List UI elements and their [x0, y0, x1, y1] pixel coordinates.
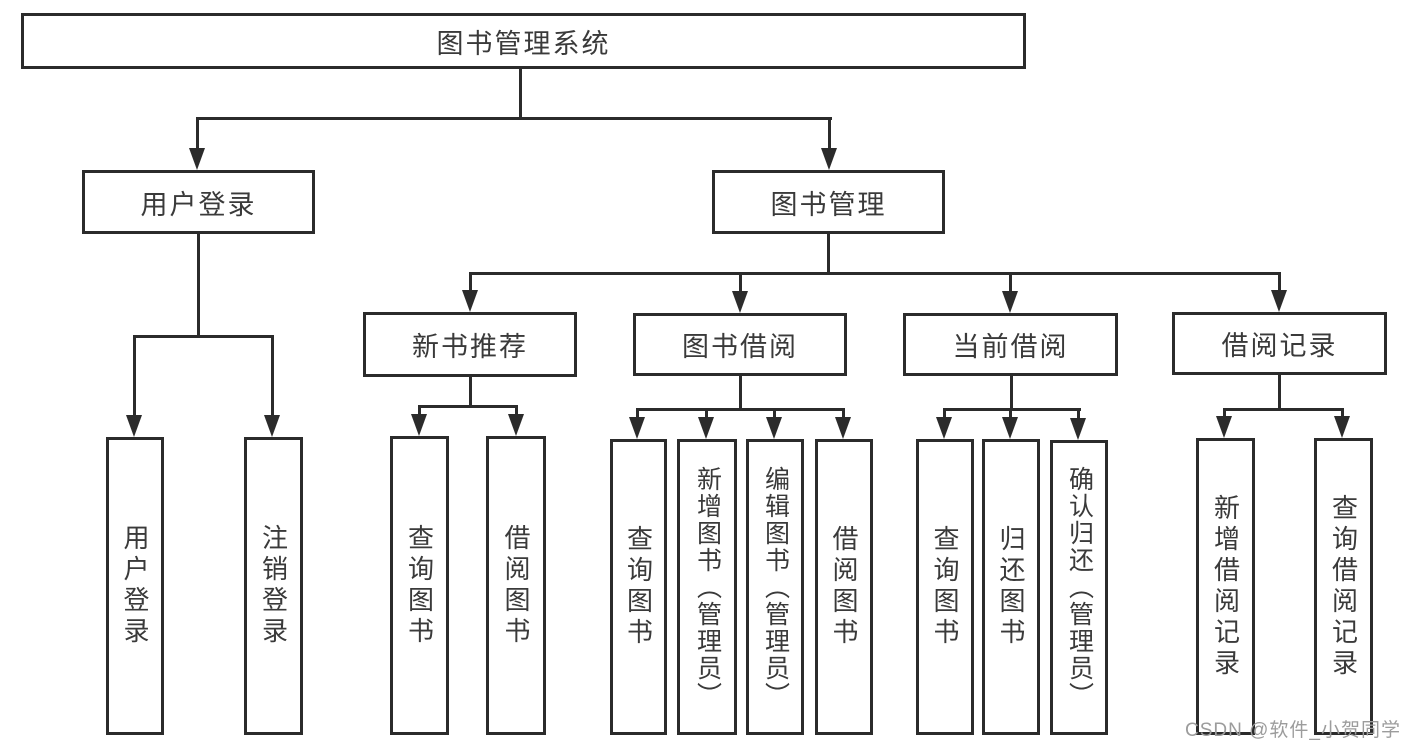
leaf-label: 注销登录: [258, 524, 289, 648]
leaf-borrow-books: 借阅图书: [815, 439, 873, 735]
leaf-query-borrow-record: 查询借阅记录: [1314, 438, 1373, 735]
connector-line: [739, 376, 742, 411]
arrow-down-icon: [462, 290, 478, 312]
leaf-label: 编辑图书（管理员）: [761, 465, 790, 709]
node-root-label: 图书管理系统: [436, 28, 611, 59]
connector-line: [519, 69, 522, 117]
node-current-borrow: 当前借阅: [903, 313, 1118, 376]
node-borrow-records: 借阅记录: [1172, 312, 1387, 375]
node-book-borrow: 图书借阅: [633, 313, 847, 376]
node-label: 用户登录: [140, 189, 257, 220]
connector-line: [418, 405, 421, 416]
leaf-label: 归还图书: [996, 525, 1026, 649]
connector-line: [469, 272, 1281, 275]
node-root: 图书管理系统: [21, 13, 1026, 69]
connector-line: [469, 272, 472, 292]
node-label: 新书推荐: [412, 332, 528, 362]
connector-line: [515, 405, 518, 416]
leaf-confirm-return-admin: 确认归还（管理员）: [1050, 440, 1108, 735]
connector-line: [705, 408, 708, 419]
leaf-label: 查询图书: [404, 523, 435, 648]
connector-line: [1223, 408, 1226, 418]
connector-line: [469, 377, 472, 408]
leaf-query-books-current: 查询图书: [916, 439, 974, 735]
node-label: 图书借阅: [682, 332, 798, 362]
connector-line: [1009, 272, 1012, 293]
leaf-label: 新增图书（管理员）: [693, 465, 722, 709]
leaf-label: 查询图书: [930, 525, 960, 649]
arrow-down-icon: [629, 417, 645, 439]
connector-line: [418, 405, 518, 408]
watermark-text: CSDN @软件_小贺同学: [1185, 720, 1401, 741]
node-user-login-branch: 用户登录: [82, 170, 315, 234]
connector-line: [1278, 375, 1281, 411]
arrow-down-icon: [1002, 417, 1018, 439]
connector-line: [1010, 376, 1013, 411]
connector-line: [271, 335, 274, 417]
leaf-logout: 注销登录: [244, 437, 303, 735]
leaf-label: 用户登录: [120, 524, 150, 648]
connector-line: [739, 272, 742, 293]
arrow-down-icon: [732, 291, 748, 313]
leaf-return-books: 归还图书: [982, 439, 1040, 735]
leaf-edit-books-admin: 编辑图书（管理员）: [746, 439, 804, 735]
arrow-down-icon: [835, 417, 851, 439]
connector-line: [842, 408, 845, 419]
connector-line: [1224, 408, 1344, 411]
leaf-query-books-recommend: 查询图书: [390, 436, 449, 735]
arrow-down-icon: [1002, 291, 1018, 313]
arrow-down-icon: [411, 414, 427, 436]
leaf-label: 查询图书: [623, 525, 654, 649]
node-new-book-recommend: 新书推荐: [363, 312, 577, 377]
leaf-label: 查询借阅记录: [1328, 493, 1359, 680]
arrow-down-icon: [126, 415, 142, 437]
connector-line: [197, 234, 200, 338]
leaf-add-books-admin: 新增图书（管理员）: [677, 439, 737, 735]
leaf-user-login: 用户登录: [106, 437, 164, 735]
leaf-label: 新增借阅记录: [1210, 493, 1241, 680]
arrow-down-icon: [1216, 416, 1232, 438]
connector-line: [1077, 408, 1080, 420]
arrow-down-icon: [766, 417, 782, 439]
leaf-label: 确认归还（管理员）: [1065, 466, 1094, 709]
arrow-down-icon: [1271, 290, 1287, 312]
connector-line: [1009, 408, 1012, 419]
arrow-down-icon: [1334, 416, 1350, 438]
arrow-down-icon: [1070, 418, 1086, 440]
node-book-management: 图书管理: [712, 170, 945, 234]
arrow-down-icon: [508, 414, 524, 436]
connector-line: [944, 408, 1081, 411]
connector-line: [773, 408, 776, 419]
arrow-down-icon: [936, 417, 952, 439]
arrow-down-icon: [698, 417, 714, 439]
connector-line: [636, 408, 845, 411]
connector-line: [943, 408, 946, 419]
node-label: 借阅记录: [1221, 331, 1338, 361]
leaf-label: 借阅图书: [829, 525, 859, 649]
connector-line: [636, 408, 639, 419]
leaf-label: 借阅图书: [501, 523, 531, 648]
arrow-down-icon: [189, 148, 205, 170]
connector-line: [1278, 272, 1281, 292]
connector-line: [828, 117, 831, 148]
leaf-query-books-borrow: 查询图书: [610, 439, 667, 735]
connector-line: [827, 233, 830, 275]
leaf-add-borrow-record: 新增借阅记录: [1196, 438, 1255, 735]
connector-line: [133, 335, 274, 338]
leaf-borrow-books-recommend: 借阅图书: [486, 436, 546, 735]
connector-line: [196, 117, 199, 148]
node-label: 图书管理: [770, 189, 887, 220]
arrow-down-icon: [821, 148, 837, 170]
arrow-down-icon: [264, 415, 280, 437]
connector-line: [1341, 408, 1344, 418]
node-label: 当前借阅: [952, 332, 1069, 362]
connector-line: [133, 335, 136, 417]
connector-line: [196, 117, 832, 120]
